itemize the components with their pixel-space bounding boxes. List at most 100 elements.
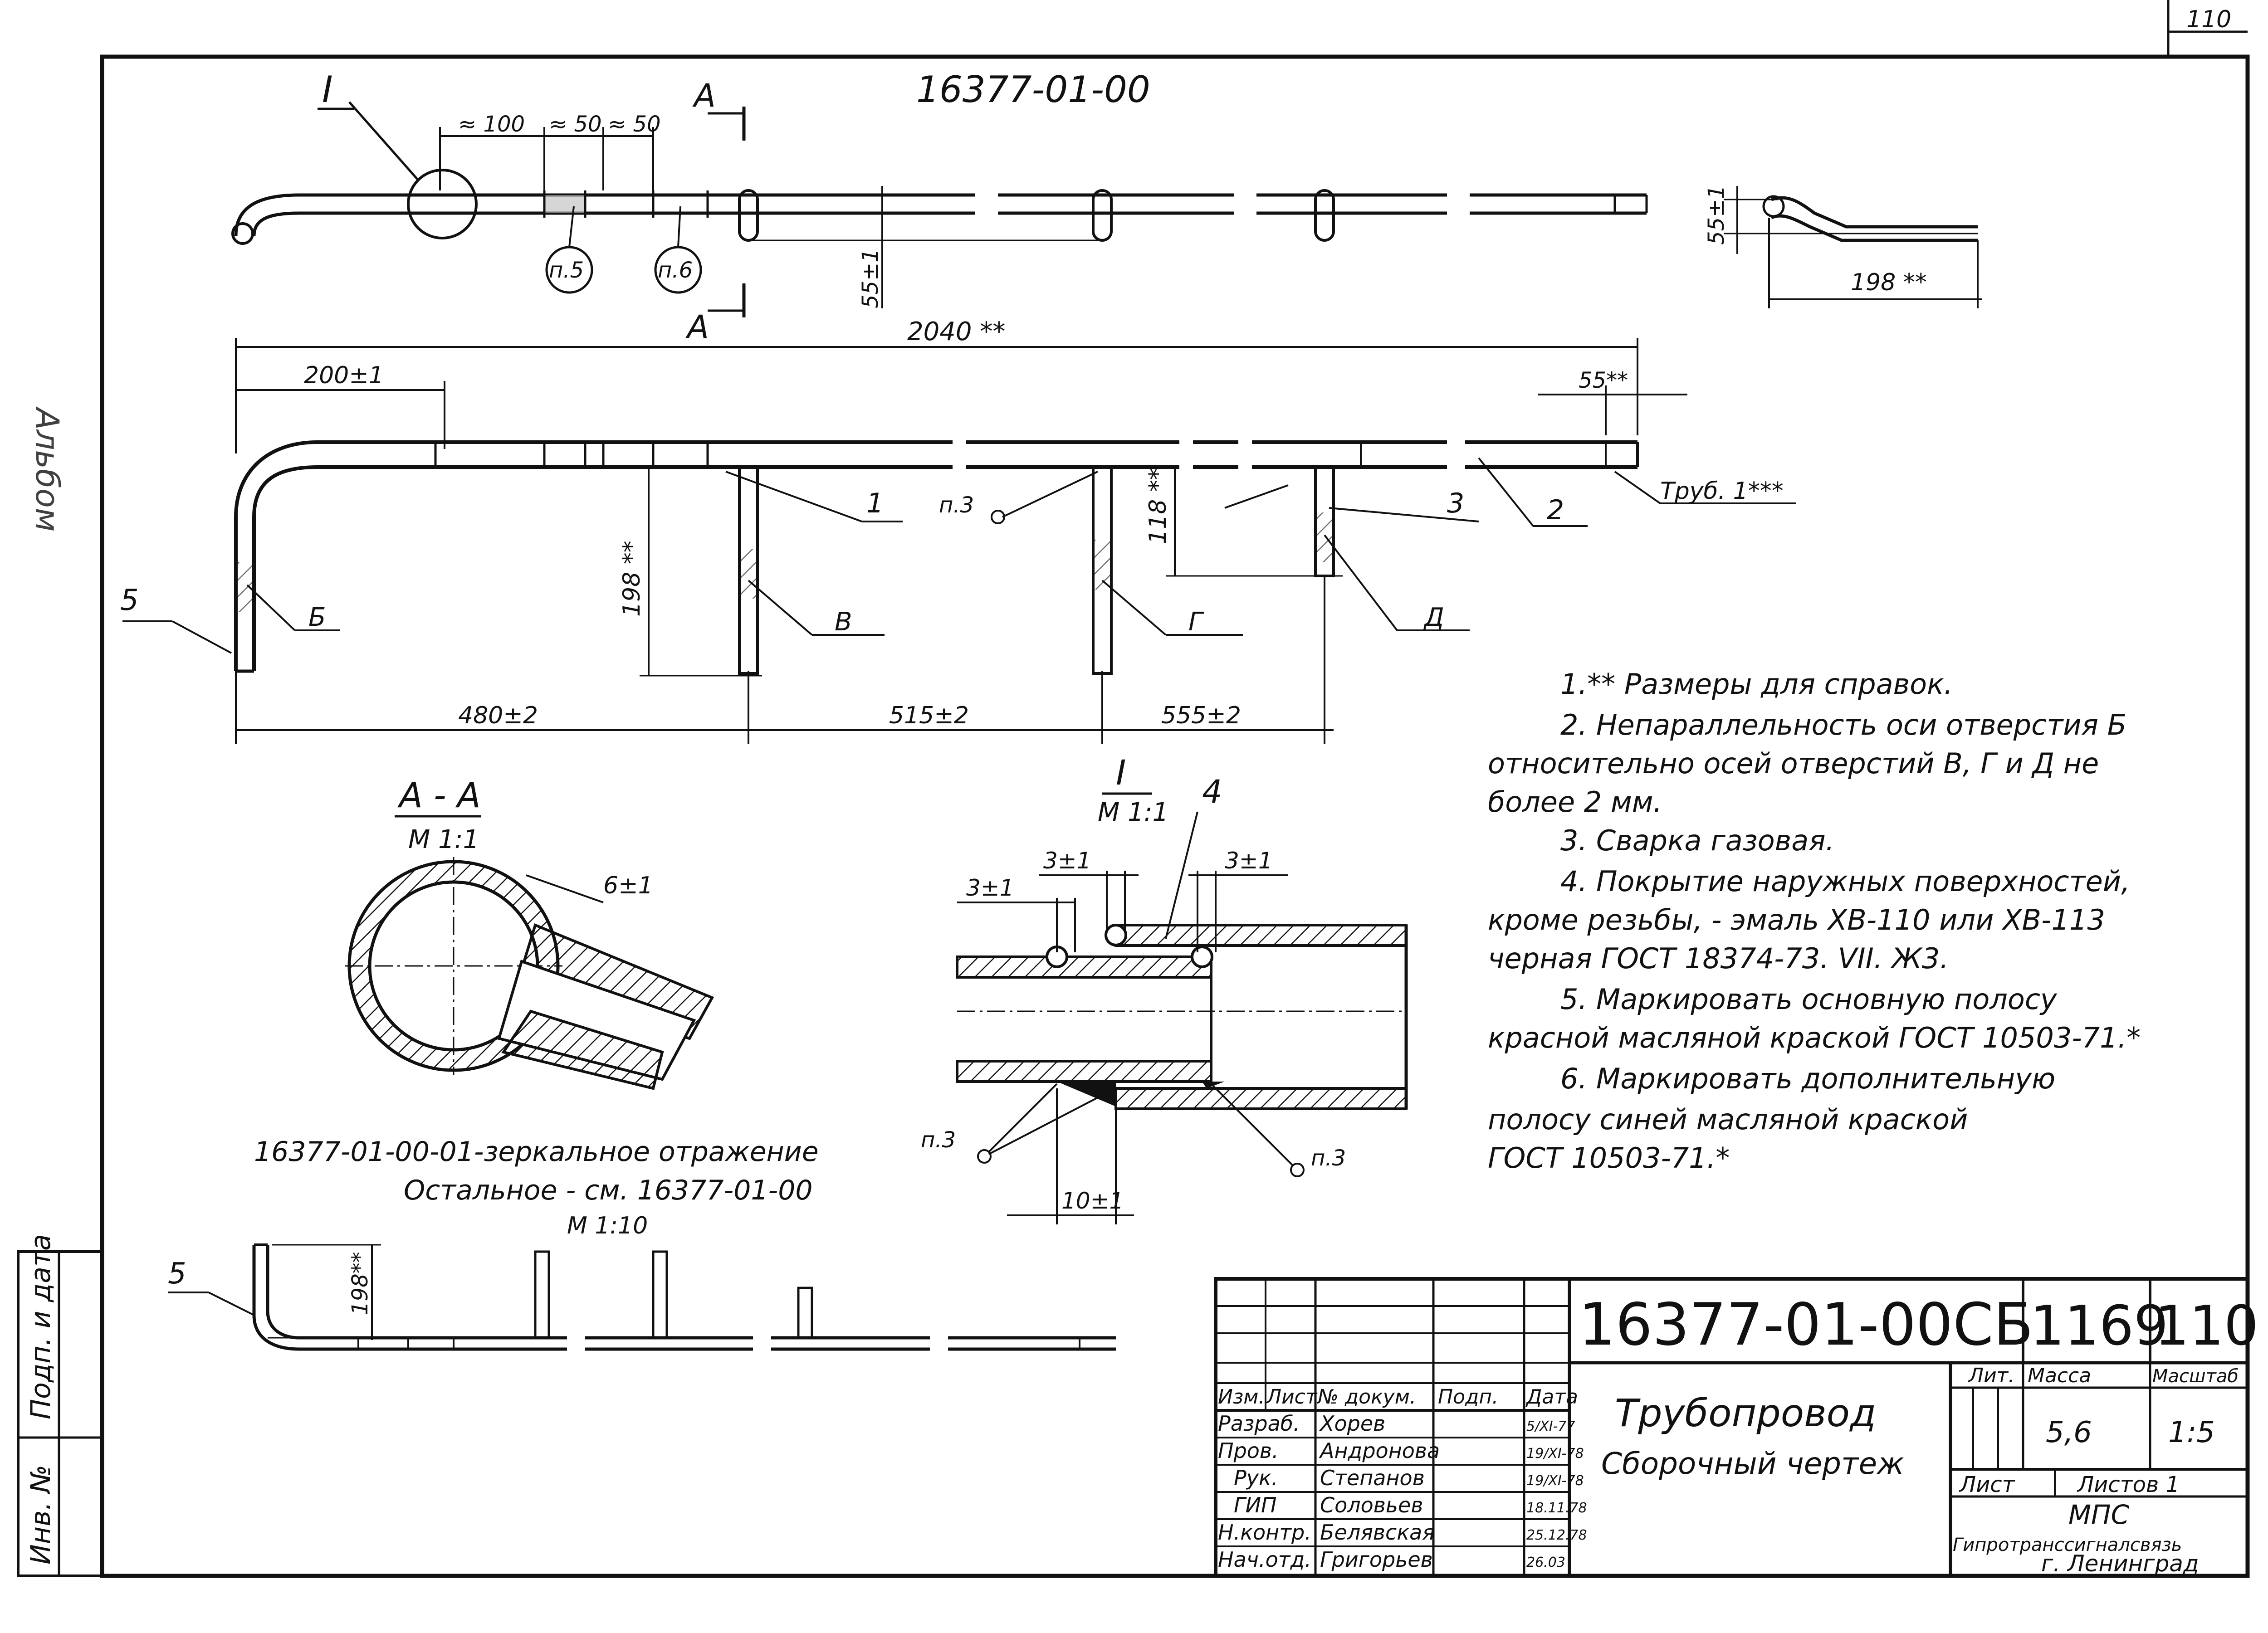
position-4: 4 <box>1202 773 1222 810</box>
sheet-label: Лист <box>1959 1472 2016 1497</box>
top-view: 16377-01-00 I ≈ 100 ≈ 50 ≈ 50 п.5 <box>231 68 1648 346</box>
mirror-scale: М 1:10 <box>567 1212 648 1239</box>
position-5: 5 <box>120 584 139 617</box>
left-stamp-boxes: Инв. № Подп. и дата <box>17 1234 103 1577</box>
dim-3-mid: 3±1 <box>1043 848 1091 874</box>
org-institute: Гипротранссигналсвязь <box>1953 1535 2182 1555</box>
section-a-a: А - А М 1:1 6±1 16377-01-00-01-зеркально… <box>254 775 819 1239</box>
note-line: кроме резьбы, - эмаль ХВ-110 или ХВ-113 <box>1488 903 2105 936</box>
designation: 16377-01-00СБ <box>1579 1291 2033 1359</box>
callout-p5: п.5 <box>549 258 584 283</box>
tube-label: Труб. 1*** <box>1660 478 1784 505</box>
scale-label: Масштаб <box>2152 1366 2239 1387</box>
dim-approx-50a: ≈ 50 <box>549 112 602 137</box>
note-line: относительно осей отверстий В, Г и Д не <box>1488 747 2099 780</box>
note-line: 6. Маркировать дополнительную <box>1560 1062 2055 1095</box>
position-2: 2 <box>1547 494 1564 526</box>
section-mark-a-top: А <box>692 77 716 114</box>
note-line: черная ГОСТ 18374-73. VII. Ж3. <box>1488 942 1949 975</box>
drawing-code: 16377-01-00 <box>916 68 1150 111</box>
role-label: Нач.отд. <box>1218 1547 1311 1572</box>
note-line: 1.** Размеры для справок. <box>1560 668 1953 701</box>
hdr-docnum: № докум. <box>1316 1385 1416 1409</box>
org-city: г. Ленинград <box>2041 1550 2199 1577</box>
front-view: 2040 ** 200±1 55** 198 ** <box>120 317 1796 744</box>
role-date: 25.12.78 <box>1526 1527 1587 1543</box>
dim-200: 200±1 <box>304 362 384 389</box>
lit-label: Лит. <box>1968 1364 2014 1387</box>
position-3: 3 <box>1447 487 1464 519</box>
title-block: Изм. Лист № докум. Подп. Дата Разраб. Хо… <box>1214 1277 2258 1578</box>
dim-2040: 2040 ** <box>907 317 1005 346</box>
dim-198-mirror: 198** <box>347 1252 373 1315</box>
detail-scale: М 1:1 <box>1098 798 1168 827</box>
dim-approx-50b: ≈ 50 <box>608 112 661 137</box>
note-line: 4. Покрытие наружных поверхностей, <box>1560 865 2130 898</box>
drawing-subtitle: Сборочный чертеж <box>1601 1446 1904 1481</box>
dim-3-right: 3±1 <box>1225 848 1273 874</box>
hole-v: В <box>835 607 852 637</box>
role-date: 5/XI-77 <box>1526 1419 1575 1434</box>
hdr-sign: Подп. <box>1438 1385 1498 1409</box>
dim-515: 515±2 <box>889 702 969 729</box>
hdr-date: Дата <box>1525 1385 1578 1409</box>
hdr-change: Изм. <box>1218 1385 1265 1409</box>
role-name: Соловьев <box>1320 1493 1423 1517</box>
detail-title: I <box>1116 752 1126 793</box>
dim-approx-100: ≈ 100 <box>458 112 525 137</box>
note-line: 5. Маркировать основную полосу <box>1560 983 2058 1016</box>
hole-b: Б <box>308 603 326 632</box>
callout-p3-detail-right: п.3 <box>1311 1146 1346 1171</box>
detail-i: I М 1:1 4 3±1 3±1 3±1 <box>921 752 1408 1224</box>
dim-55-top: 55±1 <box>858 249 883 308</box>
role-label: Пров. <box>1218 1438 1279 1463</box>
inv-number-label: Инв. № <box>25 1465 57 1565</box>
role-name: Белявская <box>1320 1520 1435 1545</box>
album-side-label: Альбом <box>29 406 66 532</box>
detail-marker-i: I <box>322 68 333 111</box>
dim-118: 118 ** <box>1144 468 1172 544</box>
role-label: Разраб. <box>1218 1411 1300 1436</box>
technical-notes: 1.** Размеры для справок. 2. Непараллель… <box>1488 668 2141 1175</box>
section-mark-a-bottom: А <box>685 308 709 346</box>
role-name: Хорев <box>1319 1411 1385 1436</box>
sheet-code-a: 1169 <box>2030 1295 2168 1358</box>
note-line: 3. Сварка газовая. <box>1560 824 1834 857</box>
role-name: Андронова <box>1319 1438 1440 1463</box>
side-view: 55±1 198 ** <box>1704 185 1982 308</box>
sign-date-label: Подп. и дата <box>25 1234 57 1419</box>
role-date: 26.03 <box>1526 1555 1565 1570</box>
dim-198: 198 ** <box>618 541 645 617</box>
role-label: Н.контр. <box>1218 1520 1311 1545</box>
position-5-mirror: 5 <box>168 1257 186 1291</box>
hdr-sheet: Лист <box>1266 1385 1318 1409</box>
note-line: 2. Непараллельность оси отверстия Б <box>1560 708 2126 741</box>
hole-d: Д <box>1423 603 1444 632</box>
mass-value: 5,6 <box>2046 1416 2092 1449</box>
mirror-note: 16377-01-00-01-зеркальное отражение <box>254 1136 819 1168</box>
note-line: полосу синей масляной краской <box>1488 1103 1968 1136</box>
section-scale: М 1:1 <box>408 825 479 854</box>
dim-55-front: 55** <box>1579 368 1628 393</box>
dim-10: 10±1 <box>1061 1188 1124 1214</box>
role-label: Рук. <box>1234 1466 1278 1490</box>
mass-label: Масса <box>2028 1364 2091 1387</box>
role-date: 18.11.78 <box>1526 1500 1587 1516</box>
sheets-label: Листов 1 <box>2077 1472 2180 1497</box>
drawing-frame <box>100 54 2250 1578</box>
role-date: 19/XI-78 <box>1526 1446 1584 1462</box>
mirror-note-rest: Остальное - см. 16377-01-00 <box>404 1175 813 1206</box>
dim-198-side: 198 ** <box>1851 269 1927 296</box>
sheet-code-b: 110 <box>2155 1295 2258 1358</box>
callout-p3: п.3 <box>939 492 974 518</box>
dim-555: 555±2 <box>1161 702 1241 729</box>
role-name: Степанов <box>1320 1466 1425 1490</box>
role-date: 19/XI-78 <box>1526 1473 1584 1489</box>
dim-6: 6±1 <box>603 872 653 899</box>
scale-value: 1:5 <box>2168 1416 2215 1449</box>
mirror-view: 198** 5 <box>168 1243 1116 1351</box>
dim-55-side: 55±1 <box>1704 185 1729 245</box>
callout-p3-detail: п.3 <box>921 1127 956 1153</box>
dim-480: 480±2 <box>458 702 538 729</box>
